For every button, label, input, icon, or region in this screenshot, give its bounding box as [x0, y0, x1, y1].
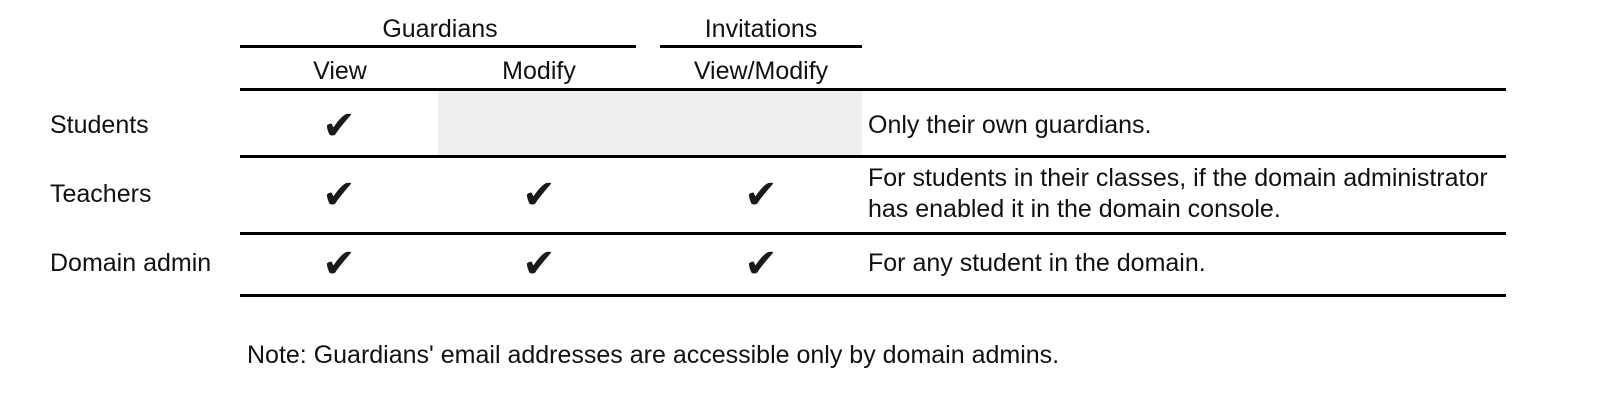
column-header-view-modify: View/Modify: [693, 57, 829, 85]
row-description-teachers: For students in their classes, if the do…: [868, 164, 1488, 223]
check-icon-teachers-invitations-view-modify: ✔: [744, 172, 778, 218]
row-description-students: Only their own guardians.: [868, 111, 1152, 139]
table-bottom-rule: [240, 294, 1506, 297]
row-rule-teachers-bottom: [240, 232, 1506, 235]
table-footnote: Note: Guardians' email addresses are acc…: [247, 341, 1060, 369]
row-description-domain-admin: For any student in the domain.: [868, 249, 1206, 277]
check-icon-teachers-guardians-view: ✔: [322, 172, 356, 218]
check-icon-domain-admin-guardians-modify: ✔: [522, 241, 556, 287]
column-header-view: View: [313, 57, 367, 85]
table-cell-shaded-students-na: [438, 91, 862, 155]
check-icon-domain-admin-invitations-view-modify: ✔: [744, 241, 778, 287]
group-header-guardians: Guardians: [382, 15, 498, 43]
group-rule-guardians: [240, 45, 636, 48]
group-rule-invitations: [660, 45, 862, 48]
check-icon-teachers-guardians-modify: ✔: [522, 172, 556, 218]
check-icon-domain-admin-guardians-view: ✔: [322, 241, 356, 287]
column-header-modify: Modify: [502, 57, 576, 85]
check-icon-students-guardians-view: ✔: [322, 103, 356, 149]
row-rule-students-bottom: [240, 155, 1506, 158]
row-label-domain-admin: Domain admin: [50, 249, 212, 277]
row-label-teachers: Teachers: [50, 180, 152, 208]
group-header-invitations: Invitations: [704, 15, 818, 43]
header-bottom-rule: [240, 88, 1506, 91]
row-label-students: Students: [50, 111, 149, 139]
